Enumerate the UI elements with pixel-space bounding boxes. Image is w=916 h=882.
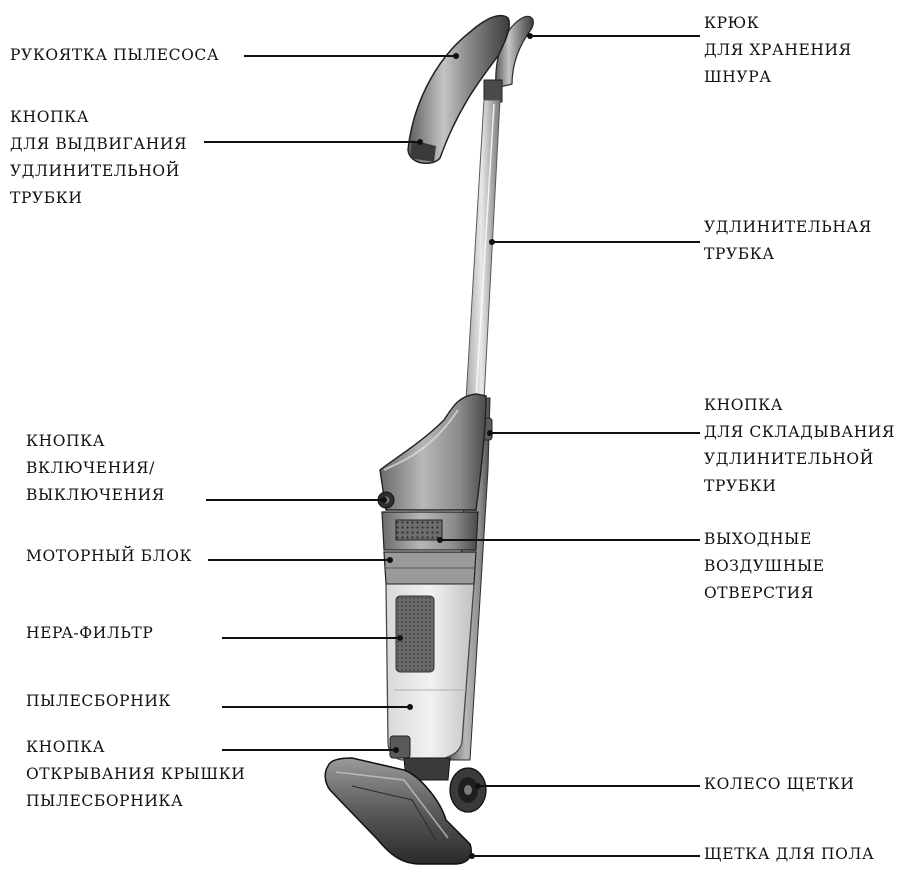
label-line: МОТОРНЫЙ БЛОК — [26, 543, 192, 570]
label-line: УДЛИНИТЕЛЬНОЙ — [10, 158, 187, 185]
label-brush-wheel: КОЛЕСО ЩЕТКИ — [704, 771, 855, 798]
label-line: КНОПКА — [704, 392, 895, 419]
label-extension-tube: УДЛИНИТЕЛЬНАЯ ТРУБКА — [704, 214, 872, 268]
label-line: ДЛЯ СКЛАДЫВАНИЯ — [704, 419, 895, 446]
label-power-button: КНОПКА ВКЛЮЧЕНИЯ/ ВЫКЛЮЧЕНИЯ — [26, 428, 165, 509]
label-line: ТРУБКИ — [10, 185, 187, 212]
label-line: ВЫХОДНЫЕ — [704, 526, 825, 553]
label-line: HEPA-ФИЛЬТР — [26, 620, 153, 647]
label-line: ОТКРЫВАНИЯ КРЫШКИ — [26, 761, 245, 788]
label-line: ОТВЕРСТИЯ — [704, 580, 825, 607]
label-line: ВОЗДУШНЫЕ — [704, 553, 825, 580]
label-line: ПЫЛЕСБОРНИК — [26, 688, 171, 715]
label-floor-brush: ЩЕТКА ДЛЯ ПОЛА — [704, 841, 874, 868]
label-fold-button: КНОПКА ДЛЯ СКЛАДЫВАНИЯ УДЛИНИТЕЛЬНОЙ ТРУ… — [704, 392, 895, 500]
label-motor-unit: МОТОРНЫЙ БЛОК — [26, 543, 192, 570]
label-line: КНОПКА — [26, 734, 245, 761]
label-cord-hook: КРЮК ДЛЯ ХРАНЕНИЯ ШНУРА — [704, 10, 852, 91]
label-line: ТРУБКА — [704, 241, 872, 268]
label-line: ВКЛЮЧЕНИЯ/ — [26, 455, 165, 482]
label-line: КНОПКА — [26, 428, 165, 455]
label-line: КОЛЕСО ЩЕТКИ — [704, 771, 855, 798]
label-line: КНОПКА — [10, 104, 187, 131]
label-handle: РУКОЯТКА ПЫЛЕСОСА — [10, 42, 219, 69]
label-line: УДЛИНИТЕЛЬНОЙ — [704, 446, 895, 473]
label-line: ТРУБКИ — [704, 473, 895, 500]
label-line: ДЛЯ ВЫДВИГАНИЯ — [10, 131, 187, 158]
label-extend-button: КНОПКА ДЛЯ ВЫДВИГАНИЯ УДЛИНИТЕЛЬНОЙ ТРУБ… — [10, 104, 187, 212]
label-line: ДЛЯ ХРАНЕНИЯ — [704, 37, 852, 64]
label-air-outlets: ВЫХОДНЫЕ ВОЗДУШНЫЕ ОТВЕРСТИЯ — [704, 526, 825, 607]
label-line: УДЛИНИТЕЛЬНАЯ — [704, 214, 872, 241]
label-line: ЩЕТКА ДЛЯ ПОЛА — [704, 841, 874, 868]
label-line: ШНУРА — [704, 64, 852, 91]
label-hepa-filter: HEPA-ФИЛЬТР — [26, 620, 153, 647]
label-line: ПЫЛЕСБОРНИКА — [26, 788, 245, 815]
label-dust-bin: ПЫЛЕСБОРНИК — [26, 688, 171, 715]
label-line: РУКОЯТКА ПЫЛЕСОСА — [10, 42, 219, 69]
label-line: ВЫКЛЮЧЕНИЯ — [26, 482, 165, 509]
label-line: КРЮК — [704, 10, 852, 37]
label-bin-open-button: КНОПКА ОТКРЫВАНИЯ КРЫШКИ ПЫЛЕСБОРНИКА — [26, 734, 245, 815]
